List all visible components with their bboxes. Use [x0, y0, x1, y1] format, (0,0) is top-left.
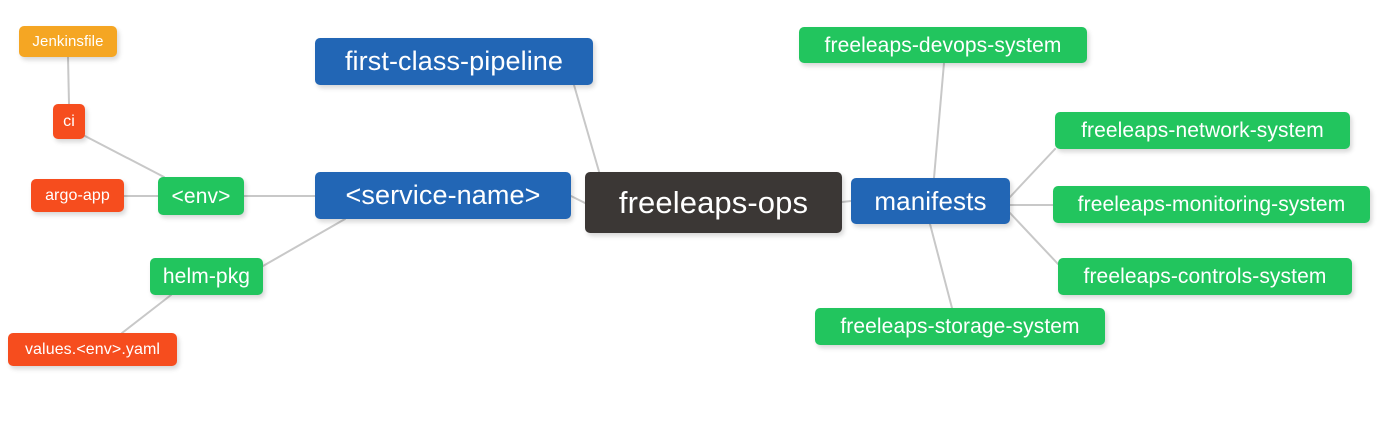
edge-manifests-to-freeleaps-network-system — [1009, 148, 1056, 198]
node-values-env-yaml[interactable]: values.<env>.yaml — [8, 333, 177, 366]
node-label-manifests: manifests — [874, 186, 987, 216]
edge-freeleaps-ops-to-manifests — [841, 200, 852, 203]
node-label-freeleaps-network-system: freeleaps-network-system — [1081, 119, 1324, 142]
edge-ci-to-jenkinsfile — [67, 56, 70, 105]
node-ci[interactable]: ci — [53, 104, 85, 139]
node-service-name[interactable]: <service-name> — [315, 172, 571, 219]
edge-manifests-to-freeleaps-storage-system — [929, 223, 953, 309]
node-label-ci: ci — [63, 112, 75, 130]
node-jenkinsfile[interactable]: Jenkinsfile — [19, 26, 117, 57]
node-label-env: <env> — [171, 184, 231, 208]
node-label-helm-pkg: helm-pkg — [162, 265, 251, 288]
node-label-freeleaps-devops-system: freeleaps-devops-system — [824, 33, 1062, 57]
node-freeleaps-controls-system[interactable]: freeleaps-controls-system — [1058, 258, 1352, 295]
edge-service-name-to-helm-pkg — [262, 218, 346, 267]
node-helm-pkg[interactable]: helm-pkg — [150, 258, 263, 295]
node-label-argo-app: argo-app — [45, 186, 110, 204]
edge-manifests-to-freeleaps-devops-system — [933, 62, 945, 179]
node-freeleaps-monitoring-system[interactable]: freeleaps-monitoring-system — [1053, 186, 1370, 223]
node-env[interactable]: <env> — [158, 177, 244, 215]
node-label-jenkinsfile: Jenkinsfile — [32, 33, 104, 50]
edge-env-to-ci — [84, 135, 165, 178]
node-label-service-name: <service-name> — [345, 180, 541, 210]
edge-helm-pkg-to-values-env-yaml — [121, 294, 172, 334]
node-freeleaps-devops-system[interactable]: freeleaps-devops-system — [799, 27, 1087, 63]
node-label-freeleaps-controls-system: freeleaps-controls-system — [1083, 265, 1327, 288]
edge-manifests-to-freeleaps-controls-system — [1009, 212, 1059, 265]
node-argo-app[interactable]: argo-app — [31, 179, 124, 212]
node-label-freeleaps-storage-system: freeleaps-storage-system — [840, 315, 1080, 338]
node-manifests[interactable]: manifests — [851, 178, 1010, 224]
node-label-freeleaps-monitoring-system: freeleaps-monitoring-system — [1077, 193, 1346, 216]
node-freeleaps-network-system[interactable]: freeleaps-network-system — [1055, 112, 1350, 149]
node-label-values-env-yaml: values.<env>.yaml — [24, 340, 161, 358]
node-first-class-pipeline[interactable]: first-class-pipeline — [315, 38, 593, 85]
node-label-first-class-pipeline: first-class-pipeline — [344, 46, 564, 76]
node-freeleaps-storage-system[interactable]: freeleaps-storage-system — [815, 308, 1105, 345]
node-freeleaps-ops[interactable]: freeleaps-ops — [585, 172, 842, 233]
edge-freeleaps-ops-to-first-class-pipeline — [573, 84, 601, 176]
edge-freeleaps-ops-to-service-name — [570, 195, 586, 204]
node-label-freeleaps-ops: freeleaps-ops — [618, 185, 809, 220]
